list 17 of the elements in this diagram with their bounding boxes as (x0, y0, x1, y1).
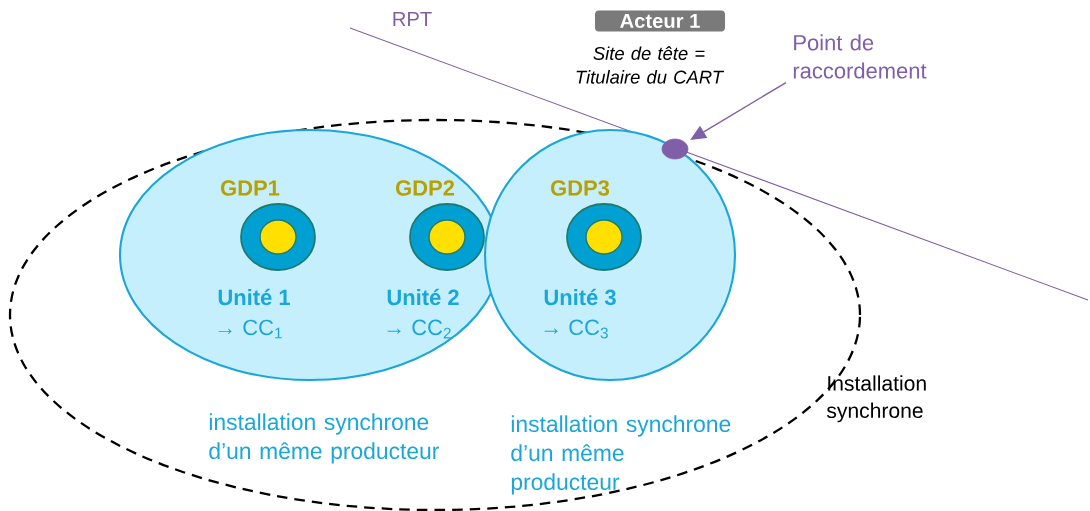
point-label: Point de raccordement (793, 34, 927, 79)
unit-label: Unité 3 (544, 288, 616, 306)
unit-label: Unité 1 (218, 288, 290, 306)
generator-label: GDP3 (551, 180, 610, 196)
ellipse-caption: installation synchrone d’un même producteur (511, 415, 731, 495)
ellipse-caption: Installation synchrone (826, 375, 926, 423)
arrow (690, 81, 787, 140)
ellipse-caption: installation synchrone d’un même producteur (209, 413, 439, 464)
unit-note: → CC$_{1}$ (218, 319, 282, 339)
actor-badge: Acteur 1 (595, 10, 725, 32)
unit-label: Unité 2 (387, 288, 459, 306)
line-label: RPT (393, 12, 432, 26)
unit-note: → CC$_{2}$ (387, 319, 451, 339)
generator-label: GDP1 (221, 180, 280, 196)
generator-label: GDP2 (396, 180, 454, 196)
badge-note: Site de tête = Titulaire du CART (576, 46, 725, 84)
unit-note: → CC$_{3}$ (544, 319, 608, 339)
